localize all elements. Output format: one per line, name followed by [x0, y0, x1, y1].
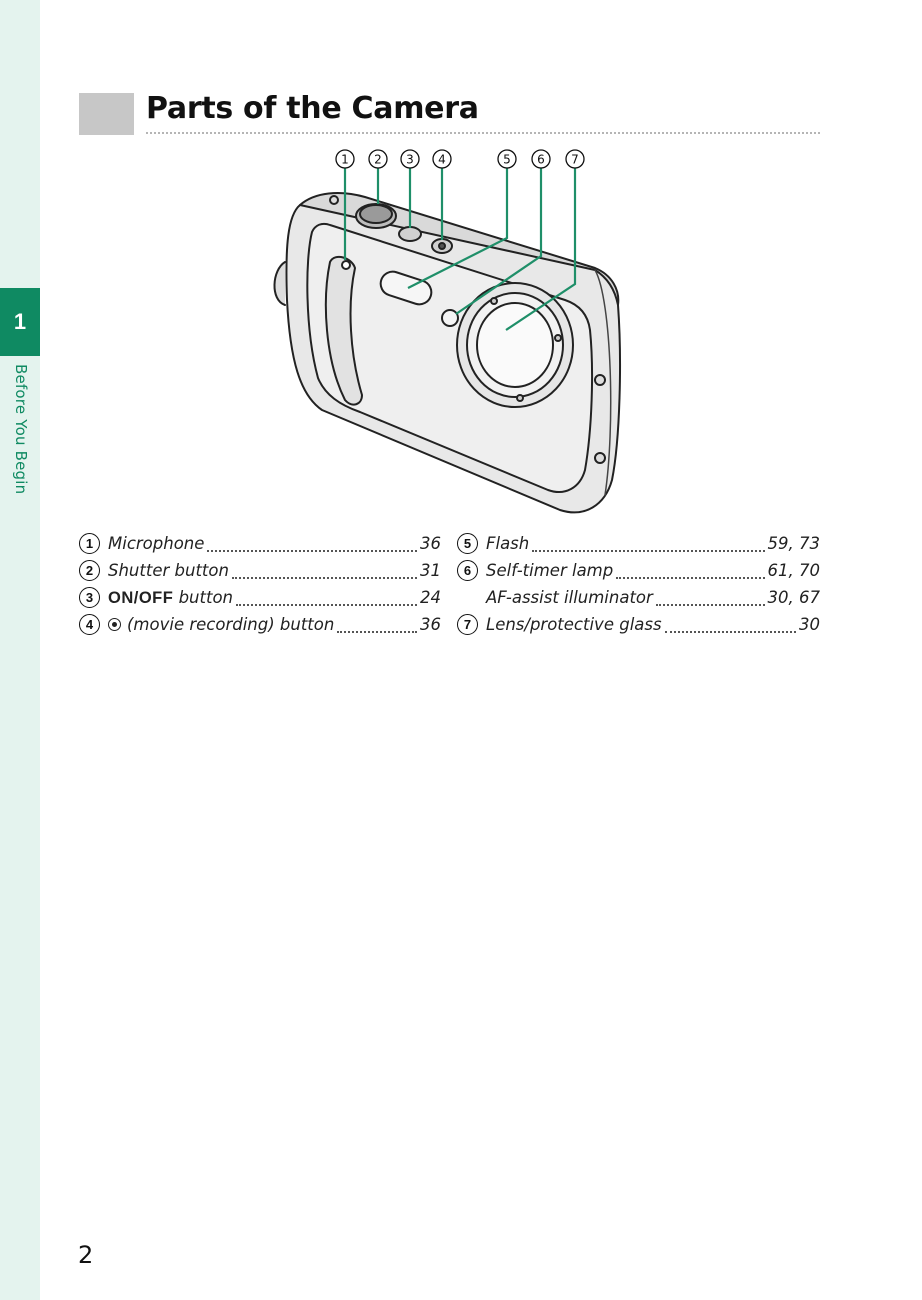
button-word: button: [173, 587, 233, 607]
page-number: 2: [78, 1241, 94, 1269]
dot-leader: [337, 630, 417, 633]
item-label: Lens/protective glass: [486, 615, 662, 634]
chapter-title: Before You Begin: [12, 364, 30, 495]
item-number: 5: [457, 533, 478, 554]
legend-item: 6 Self-timer lamp 61, 70: [457, 557, 820, 584]
item-number: 2: [79, 560, 100, 581]
svg-text:5: 5: [503, 153, 511, 167]
svg-text:7: 7: [571, 153, 579, 167]
callout-6: 6: [531, 149, 551, 169]
item-label: Self-timer lamp: [486, 561, 614, 580]
legend-item: AF-assist illuminator 30, 67: [457, 584, 820, 611]
page-reference[interactable]: 36: [420, 534, 441, 553]
item-label: Microphone: [108, 534, 205, 553]
parts-legend-left: 1 Microphone 36 2 Shutter button 31 3 ON…: [79, 530, 441, 638]
legend-item: 7 Lens/protective glass 30: [457, 611, 820, 638]
title-marker: [79, 93, 134, 135]
callout-3: 3: [400, 149, 420, 169]
item-number: 6: [457, 560, 478, 581]
svg-text:3: 3: [406, 153, 414, 167]
camera-illustration: 1 2 3 4 5 6 7: [273, 149, 621, 514]
dot-leader: [655, 603, 765, 606]
page-reference[interactable]: 59, 73: [767, 534, 820, 553]
page-reference[interactable]: 61, 70: [767, 561, 820, 580]
callout-4: 4: [432, 149, 452, 169]
title-divider: [146, 132, 820, 134]
page-reference[interactable]: 30, 67: [767, 588, 820, 607]
chapter-number: 1: [13, 309, 27, 334]
callout-1: 1: [335, 149, 355, 169]
dot-leader: [532, 549, 765, 552]
page-reference[interactable]: 24: [420, 588, 441, 607]
parts-legend-right: 5 Flash 59, 73 6 Self-timer lamp 61, 70 …: [457, 530, 820, 638]
callout-5: 5: [497, 149, 517, 169]
on-off-label: ON/OFF: [108, 588, 174, 607]
dot-leader: [664, 630, 796, 633]
svg-text:4: 4: [438, 153, 446, 167]
item-label: (movie recording) button: [108, 615, 334, 634]
item-label: Shutter button: [108, 561, 229, 580]
callout-2: 2: [368, 149, 388, 169]
svg-text:1: 1: [341, 153, 349, 167]
movie-button-label: (movie recording) button: [127, 615, 335, 634]
chapter-sidebar: [0, 0, 40, 1300]
dot-leader: [236, 603, 417, 606]
dot-leader: [207, 549, 417, 552]
callout-7: 7: [565, 149, 585, 169]
page-reference[interactable]: 36: [420, 615, 441, 634]
item-number: 1: [79, 533, 100, 554]
item-number: 3: [79, 587, 100, 608]
item-number: 4: [79, 614, 100, 635]
movie-record-icon: [108, 618, 121, 631]
item-label: ON/OFF button: [108, 588, 233, 608]
svg-text:2: 2: [374, 153, 382, 167]
item-label: Flash: [486, 534, 530, 553]
svg-text:6: 6: [537, 153, 545, 167]
legend-item: 5 Flash 59, 73: [457, 530, 820, 557]
page-reference[interactable]: 30: [799, 615, 820, 634]
dot-leader: [231, 576, 417, 579]
item-label: AF-assist illuminator: [486, 588, 653, 607]
item-number: 7: [457, 614, 478, 635]
page-reference[interactable]: 31: [420, 561, 441, 580]
legend-item: 4 (movie recording) button 36: [79, 611, 441, 638]
legend-item: 2 Shutter button 31: [79, 557, 441, 584]
legend-item: 3 ON/OFF button 24: [79, 584, 441, 611]
page-title: Parts of the Camera: [146, 91, 479, 126]
legend-item: 1 Microphone 36: [79, 530, 441, 557]
chapter-number-tab: 1: [0, 288, 40, 356]
dot-leader: [616, 576, 765, 579]
